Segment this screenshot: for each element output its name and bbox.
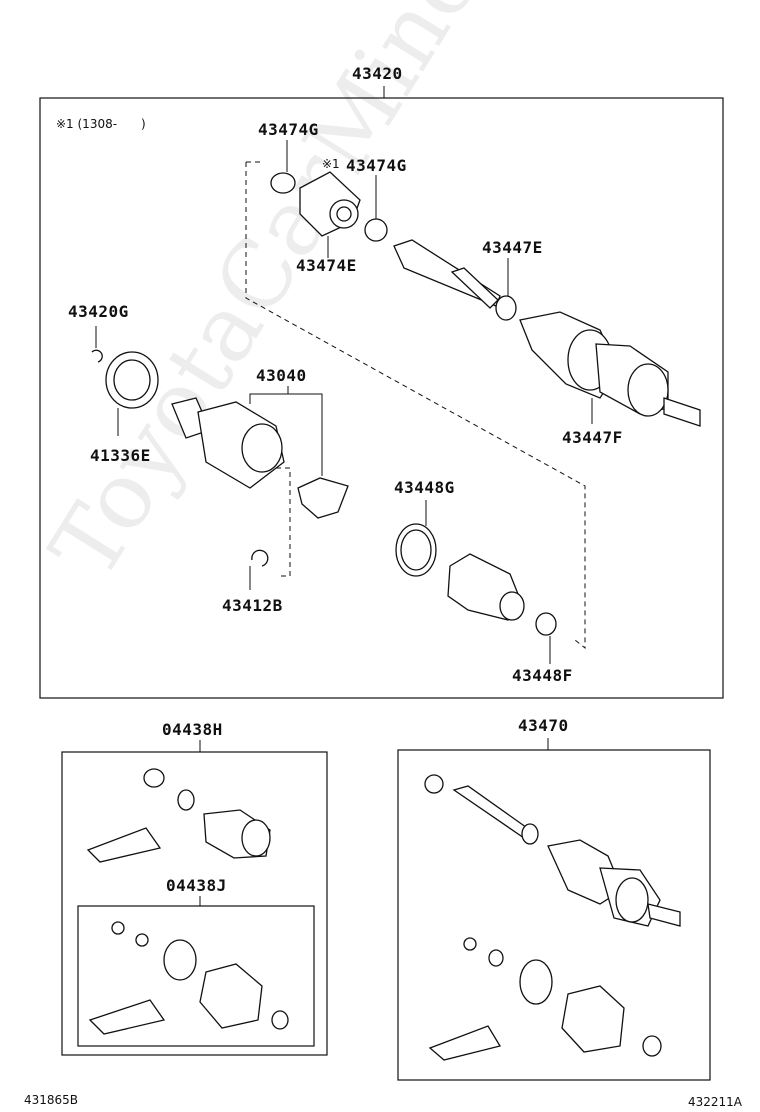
label-43448f: 43448F bbox=[512, 666, 573, 685]
clamp-43474g-b bbox=[364, 218, 388, 242]
note-text: ※1 (1308- ) bbox=[56, 117, 146, 131]
snap-ring-43412b bbox=[251, 549, 269, 567]
clamp-43474g-a bbox=[270, 172, 296, 194]
note-mark: ※1 bbox=[322, 157, 340, 171]
label-43470: 43470 bbox=[518, 716, 569, 735]
dashed-outline bbox=[245, 162, 586, 650]
label-43412b: 43412B bbox=[222, 596, 283, 615]
label-43474e: 43474E bbox=[296, 256, 357, 275]
label-43040: 43040 bbox=[256, 366, 307, 385]
label-43420g: 43420G bbox=[68, 302, 129, 321]
footer-right-code: 432211A bbox=[688, 1095, 743, 1109]
clamp-43447e bbox=[495, 295, 517, 321]
kit-04438h-frame bbox=[61, 751, 328, 1056]
snap-ring-43420g bbox=[91, 349, 103, 363]
label-43474g-b: 43474G bbox=[346, 156, 407, 175]
label-43448g: 43448G bbox=[394, 478, 455, 497]
label-43420: 43420 bbox=[352, 64, 403, 83]
tripod-joint bbox=[297, 477, 349, 519]
main-assembly-frame bbox=[39, 97, 724, 699]
footer-left-code: 431865B bbox=[24, 1093, 79, 1107]
label-43447f: 43447F bbox=[562, 428, 623, 447]
label-43474g-a: 43474G bbox=[258, 120, 319, 139]
kit-04438j-frame bbox=[77, 905, 315, 1047]
label-04438j: 04438J bbox=[166, 876, 227, 895]
label-43447e: 43447E bbox=[482, 238, 543, 257]
kit-43470-frame bbox=[397, 749, 711, 1081]
label-41336e: 41336E bbox=[90, 446, 151, 465]
boot-clamp-43448f bbox=[535, 612, 557, 636]
label-04438h: 04438H bbox=[162, 720, 223, 739]
